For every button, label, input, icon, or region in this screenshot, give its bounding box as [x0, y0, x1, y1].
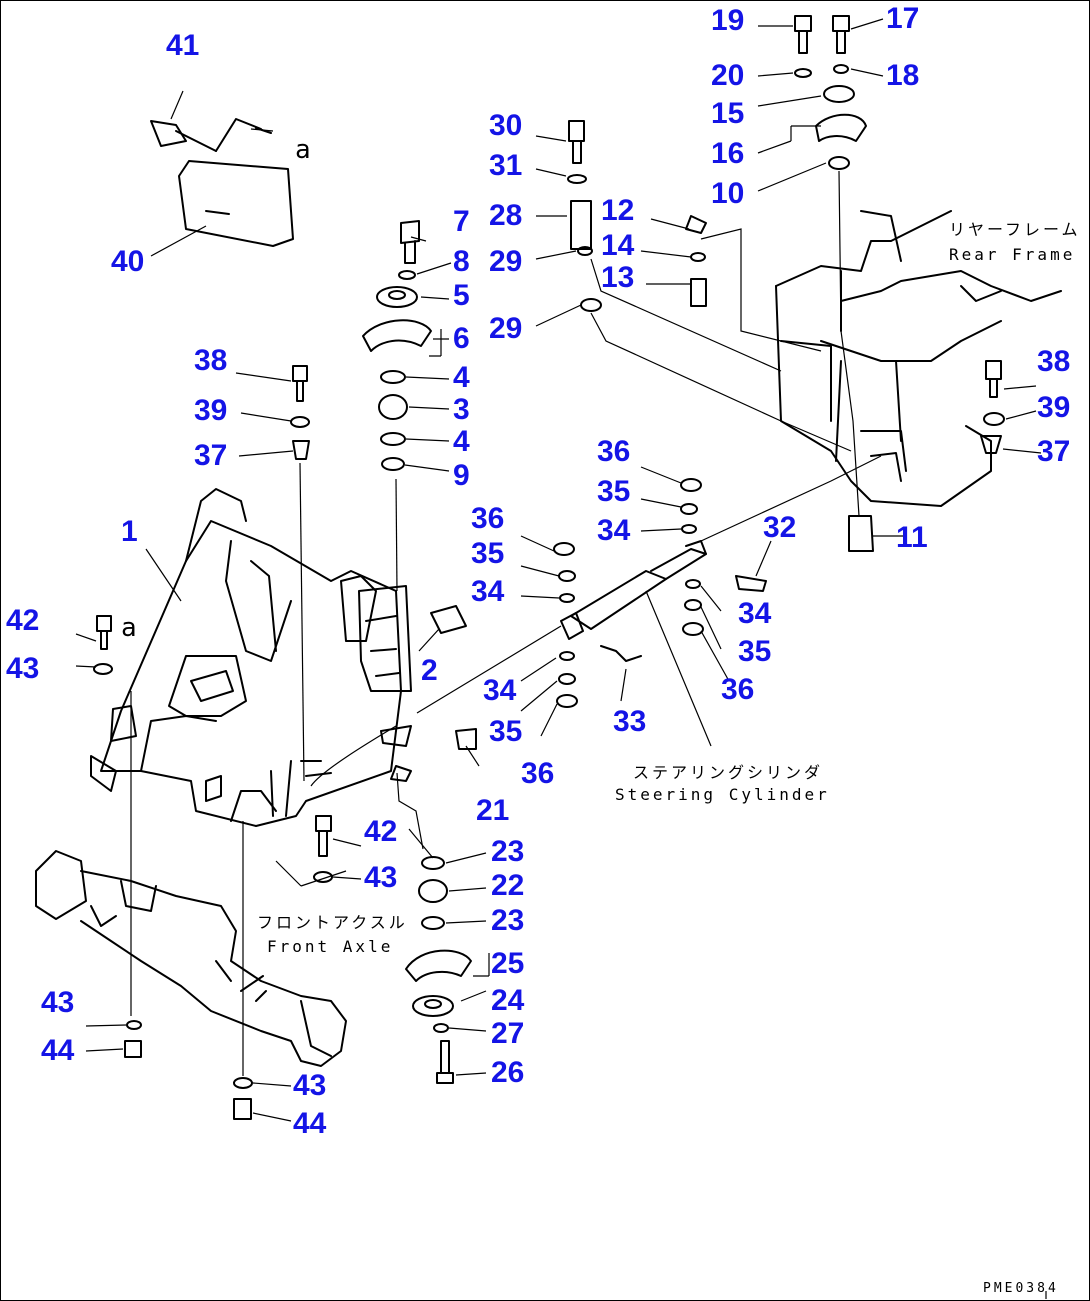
callout-1: 1: [121, 515, 138, 548]
rear-frame-label-jp: リヤーフレーム: [949, 220, 1081, 239]
callout-33: 33: [613, 705, 647, 738]
front-frame-drawing: [90, 488, 412, 827]
callout-28: 28: [489, 199, 523, 232]
callout-10: 10: [711, 177, 745, 210]
steering-cylinder-label-jp: ステアリングシリンダ: [633, 763, 824, 782]
callout-12: 12: [601, 194, 635, 227]
callout-36-lower-right: 36: [721, 673, 755, 706]
small-parts-drawing: [93, 360, 1005, 1120]
callout-15: 15: [711, 97, 745, 130]
callout-7: 7: [453, 205, 470, 238]
callout-17: 17: [886, 2, 920, 35]
callout-34-lower-right: 34: [738, 597, 772, 630]
callout-31: 31: [489, 149, 523, 182]
callout-36-lower-left: 36: [521, 757, 555, 790]
callout-43-left: 43: [6, 652, 40, 685]
callout-39-right: 39: [1037, 391, 1071, 424]
callout-37-left: 37: [194, 439, 228, 472]
view-letter-a-frame: a: [121, 613, 137, 643]
cover-plate-drawing: [150, 118, 294, 247]
callout-34-lower-left: 34: [483, 674, 517, 707]
callout-22: 22: [491, 869, 525, 902]
callout-13: 13: [601, 261, 635, 294]
callout-43-axle-right: 43: [293, 1069, 327, 1102]
callout-8: 8: [453, 245, 470, 278]
callout-19: 19: [711, 4, 745, 37]
callout-25: 25: [491, 947, 525, 980]
steering-cylinder-label-en: Steering Cylinder: [615, 785, 830, 804]
front-axle-label-en: Front Axle: [267, 937, 394, 956]
callout-41: 41: [166, 29, 200, 62]
callout-35-lower-left: 35: [489, 715, 523, 748]
callout-43-center: 43: [364, 861, 398, 894]
callout-35-upper-left: 35: [471, 537, 505, 570]
callout-36-upper-right: 36: [597, 435, 631, 468]
callout-14: 14: [601, 229, 635, 262]
callout-37-right: 37: [1037, 435, 1071, 468]
callout-44-axle-right: 44: [293, 1107, 327, 1140]
callout-44-axle-left: 44: [41, 1034, 75, 1067]
callout-42-left: 42: [6, 604, 40, 637]
callout-38-right: 38: [1037, 345, 1071, 378]
steering-cylinder-drawing: [560, 540, 767, 662]
front-axle-drawing: [35, 850, 347, 1067]
callout-38-left: 38: [194, 344, 228, 377]
callout-4-lower: 4: [453, 425, 470, 458]
callout-29-upper: 29: [489, 245, 523, 278]
callout-32: 32: [763, 511, 797, 544]
rear-frame-label-en: Rear Frame: [949, 245, 1076, 264]
callout-30: 30: [489, 109, 523, 142]
leader-lines: [75, 18, 1047, 1299]
callout-35-lower-right: 35: [738, 635, 772, 668]
assembly-axis-lines: [130, 170, 882, 1076]
callout-27: 27: [491, 1017, 525, 1050]
callout-2: 2: [421, 654, 438, 687]
upper-pin-stack-right-drawing: [567, 15, 874, 552]
callout-9: 9: [453, 459, 470, 492]
callout-43-axle-left: 43: [41, 986, 75, 1019]
drawing-code: PME0384: [983, 1281, 1059, 1296]
callout-20: 20: [711, 59, 745, 92]
callout-11: 11: [896, 521, 928, 554]
callout-21: 21: [476, 794, 510, 827]
callout-5: 5: [453, 279, 470, 312]
callout-35-upper-right: 35: [597, 475, 631, 508]
callout-18: 18: [886, 59, 920, 92]
callout-29-lower: 29: [489, 312, 523, 345]
callout-39-left: 39: [194, 394, 228, 427]
lower-pin-stack-drawing: [405, 856, 472, 1084]
callout-40: 40: [111, 245, 145, 278]
callout-23-upper: 23: [491, 835, 525, 868]
callout-16: 16: [711, 137, 745, 170]
callout-3: 3: [453, 393, 470, 426]
upper-pin-stack-left-drawing: [362, 220, 477, 750]
callout-26: 26: [491, 1056, 525, 1089]
view-letter-a: a: [295, 135, 311, 165]
front-axle-label-jp: フロントアクスル: [257, 913, 408, 932]
callout-36-upper-left: 36: [471, 502, 505, 535]
callout-24: 24: [491, 984, 525, 1017]
callout-34-upper-right: 34: [597, 514, 631, 547]
callout-34-upper-left: 34: [471, 575, 505, 608]
callout-6: 6: [453, 322, 470, 355]
callout-4-upper: 4: [453, 361, 470, 394]
callout-42-center: 42: [364, 815, 398, 848]
rear-frame-drawing: [775, 210, 1062, 507]
callout-23-lower: 23: [491, 904, 525, 937]
